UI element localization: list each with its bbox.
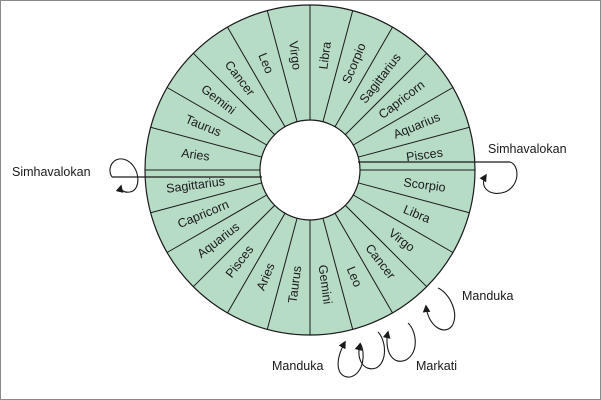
ring-divider-11 [358,126,470,158]
ring-divider-4 [227,26,286,127]
ring-divider-5 [266,10,298,122]
manduka-right-loop-arrow [422,287,456,331]
ring-divider-7 [322,10,354,122]
markati-loop-arrow-2 [354,331,386,370]
right-simhavalokan-loop-arrow [479,161,518,194]
ring-divider-17 [322,218,354,330]
lower-sign-taurus: Taurus [286,265,305,304]
ring-divider-15 [345,205,428,288]
left-simhavalokan-loop-arrow [109,158,139,193]
upper-sign-aries: Aries [180,146,210,164]
right-simhavalokan-label: Simhavalokan [488,142,567,156]
ring-divider-19 [266,218,298,330]
ring-divider-13 [358,182,470,214]
markati-label: Markati [416,359,457,373]
markati-loop-arrow-1 [382,322,416,362]
ring-inner-circle [259,119,361,221]
ring-divider-22 [166,194,267,253]
ring-divider-9 [345,52,428,135]
ring-divider-21 [192,205,275,288]
manduka-bottom-loop-arrow [337,340,364,378]
ring-divider-2 [166,87,267,146]
ring-divider-20 [227,213,286,314]
upper-sign-virgo: Virgo [286,40,304,71]
ring-divider-10 [353,87,454,146]
manduka-bottom-label: Manduka [272,359,323,373]
ring-divider-3 [192,52,275,135]
ring-divider-16 [334,213,393,314]
manduka-right-label: Manduka [462,289,513,303]
lower-sign-scorpio: Scorpio [403,175,447,194]
ring-divider-14 [353,194,454,253]
ring-segments [144,4,476,336]
lower-sign-gemini: Gemini [316,264,335,305]
left-simhavalokan-label: Simhavalokan [12,165,91,179]
ring-divider-23 [150,182,262,214]
upper-sign-libra: Libra [316,41,334,70]
ring-divider-8 [334,26,393,127]
ring-divider-1 [150,126,262,158]
upper-sign-pisces: Pisces [405,146,443,165]
